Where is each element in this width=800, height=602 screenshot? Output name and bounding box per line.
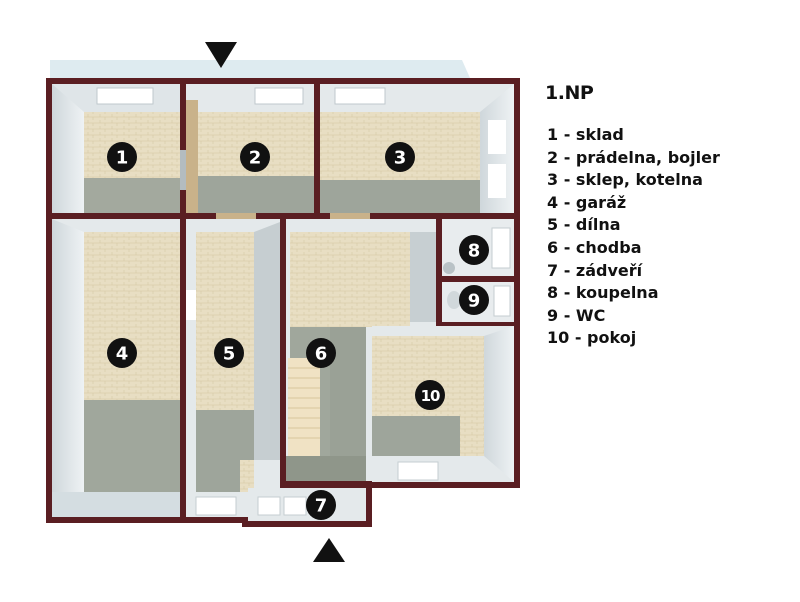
svg-text:5: 5 bbox=[223, 344, 236, 365]
room-marker-9: 9 bbox=[459, 285, 489, 315]
legend-item: 4 - garáž bbox=[547, 192, 627, 212]
legend-item: 5 - dílna bbox=[547, 215, 621, 235]
legend-item: 8 - koupelna bbox=[547, 283, 659, 303]
room-marker-6: 6 bbox=[306, 338, 336, 368]
legend-item: 10 - pokoj bbox=[547, 328, 637, 348]
room-marker-1: 1 bbox=[107, 142, 137, 172]
door-opening bbox=[180, 150, 186, 190]
door-opening bbox=[330, 213, 370, 219]
svg-text:3: 3 bbox=[394, 148, 407, 169]
room-5-dilna bbox=[186, 219, 280, 517]
room-marker-5: 5 bbox=[214, 338, 244, 368]
room-1-sklad bbox=[52, 84, 180, 213]
svg-text:2: 2 bbox=[249, 148, 262, 169]
room-10-pokoj bbox=[372, 326, 514, 482]
svg-text:1: 1 bbox=[116, 148, 129, 169]
room-legend: 1 - sklad 2 - prádelna, bojler 3 - sklep… bbox=[547, 124, 720, 350]
floor-title: 1.NP bbox=[545, 82, 594, 104]
room-marker-3: 3 bbox=[385, 142, 415, 172]
staircase bbox=[288, 358, 320, 456]
legend-item: 9 - WC bbox=[547, 305, 606, 325]
legend-item: 2 - prádelna, bojler bbox=[547, 147, 720, 167]
svg-text:9: 9 bbox=[468, 291, 481, 312]
room-4-garaz bbox=[52, 219, 180, 517]
svg-text:4: 4 bbox=[116, 344, 129, 365]
legend-item: 3 - sklep, kotelna bbox=[547, 170, 703, 190]
exterior-terrace bbox=[50, 60, 470, 78]
room-marker-10: 10 bbox=[415, 380, 445, 410]
door-opening bbox=[216, 213, 256, 219]
room-marker-8: 8 bbox=[459, 235, 489, 265]
svg-text:8: 8 bbox=[468, 241, 481, 262]
room-3-sklep bbox=[320, 84, 514, 213]
legend-item: 6 - chodba bbox=[547, 237, 642, 257]
room-marker-7: 7 bbox=[306, 490, 336, 520]
room-marker-4: 4 bbox=[107, 338, 137, 368]
entrance-arrow-bottom bbox=[313, 538, 345, 562]
svg-text:7: 7 bbox=[315, 496, 328, 517]
legend-item: 1 - sklad bbox=[547, 125, 624, 144]
legend-item: 7 - zádveří bbox=[547, 260, 643, 280]
svg-text:10: 10 bbox=[421, 387, 440, 405]
entrance-arrow-top bbox=[205, 42, 237, 68]
room-marker-2: 2 bbox=[240, 142, 270, 172]
svg-text:6: 6 bbox=[315, 344, 328, 365]
